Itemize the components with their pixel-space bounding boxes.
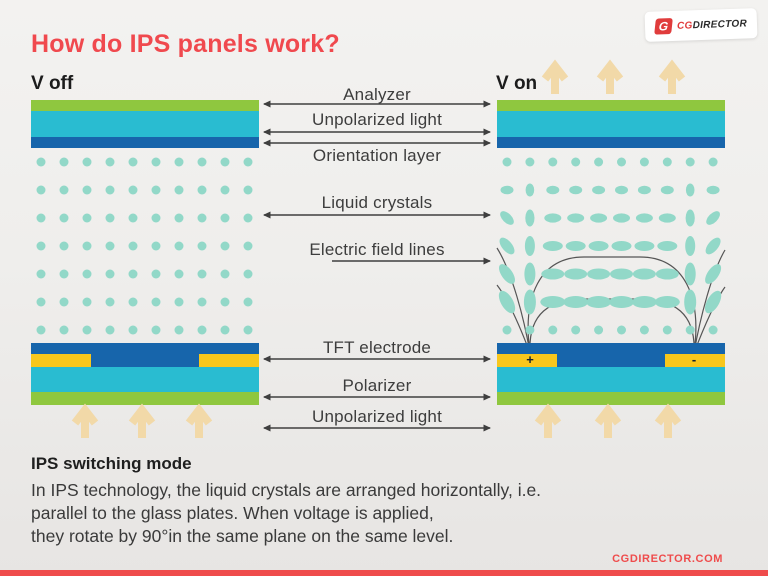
label-electric-field-lines: Electric field lines	[309, 240, 445, 259]
cgdirector-logo: G CGDIRECTOR	[644, 8, 758, 42]
footer-accent-bar	[0, 570, 768, 576]
cgdirector-logo-text: CGDIRECTOR	[677, 18, 747, 31]
v-off-title: V off	[31, 73, 74, 94]
label-liquid-crystals: Liquid crystals	[321, 193, 433, 212]
page-title: How do IPS panels work?	[31, 30, 340, 58]
logo-text-director: DIRECTOR	[692, 17, 748, 31]
label-polarizer: Polarizer	[342, 376, 412, 395]
footnote: IPS switching mode In IPS technology, th…	[31, 454, 541, 548]
footnote-line: they rotate by 90°in the same plane on t…	[31, 526, 454, 546]
footnote-heading: IPS switching mode	[31, 454, 192, 473]
footnote-line: In IPS technology, the liquid crystals a…	[31, 480, 542, 500]
logo-text-cg: CG	[676, 19, 693, 32]
label-tft-electrode: TFT electrode	[322, 338, 432, 357]
cgdirector-logo-icon: G	[654, 17, 673, 35]
footer-site-link[interactable]: CGDIRECTOR.COM	[612, 553, 723, 565]
label-unpolarized-light-bottom: Unpolarized light	[311, 407, 443, 426]
v-on-title: V on	[496, 73, 538, 94]
label-unpolarized-light-top: Unpolarized light	[311, 110, 443, 129]
minus-electrode-sign: -	[691, 352, 697, 367]
label-analyzer: Analyzer	[343, 85, 411, 104]
footnote-line: parallel to the glass plates. When volta…	[31, 503, 434, 523]
label-orientation-layer: Orientation layer	[312, 146, 442, 165]
plus-electrode-sign: +	[526, 352, 534, 367]
